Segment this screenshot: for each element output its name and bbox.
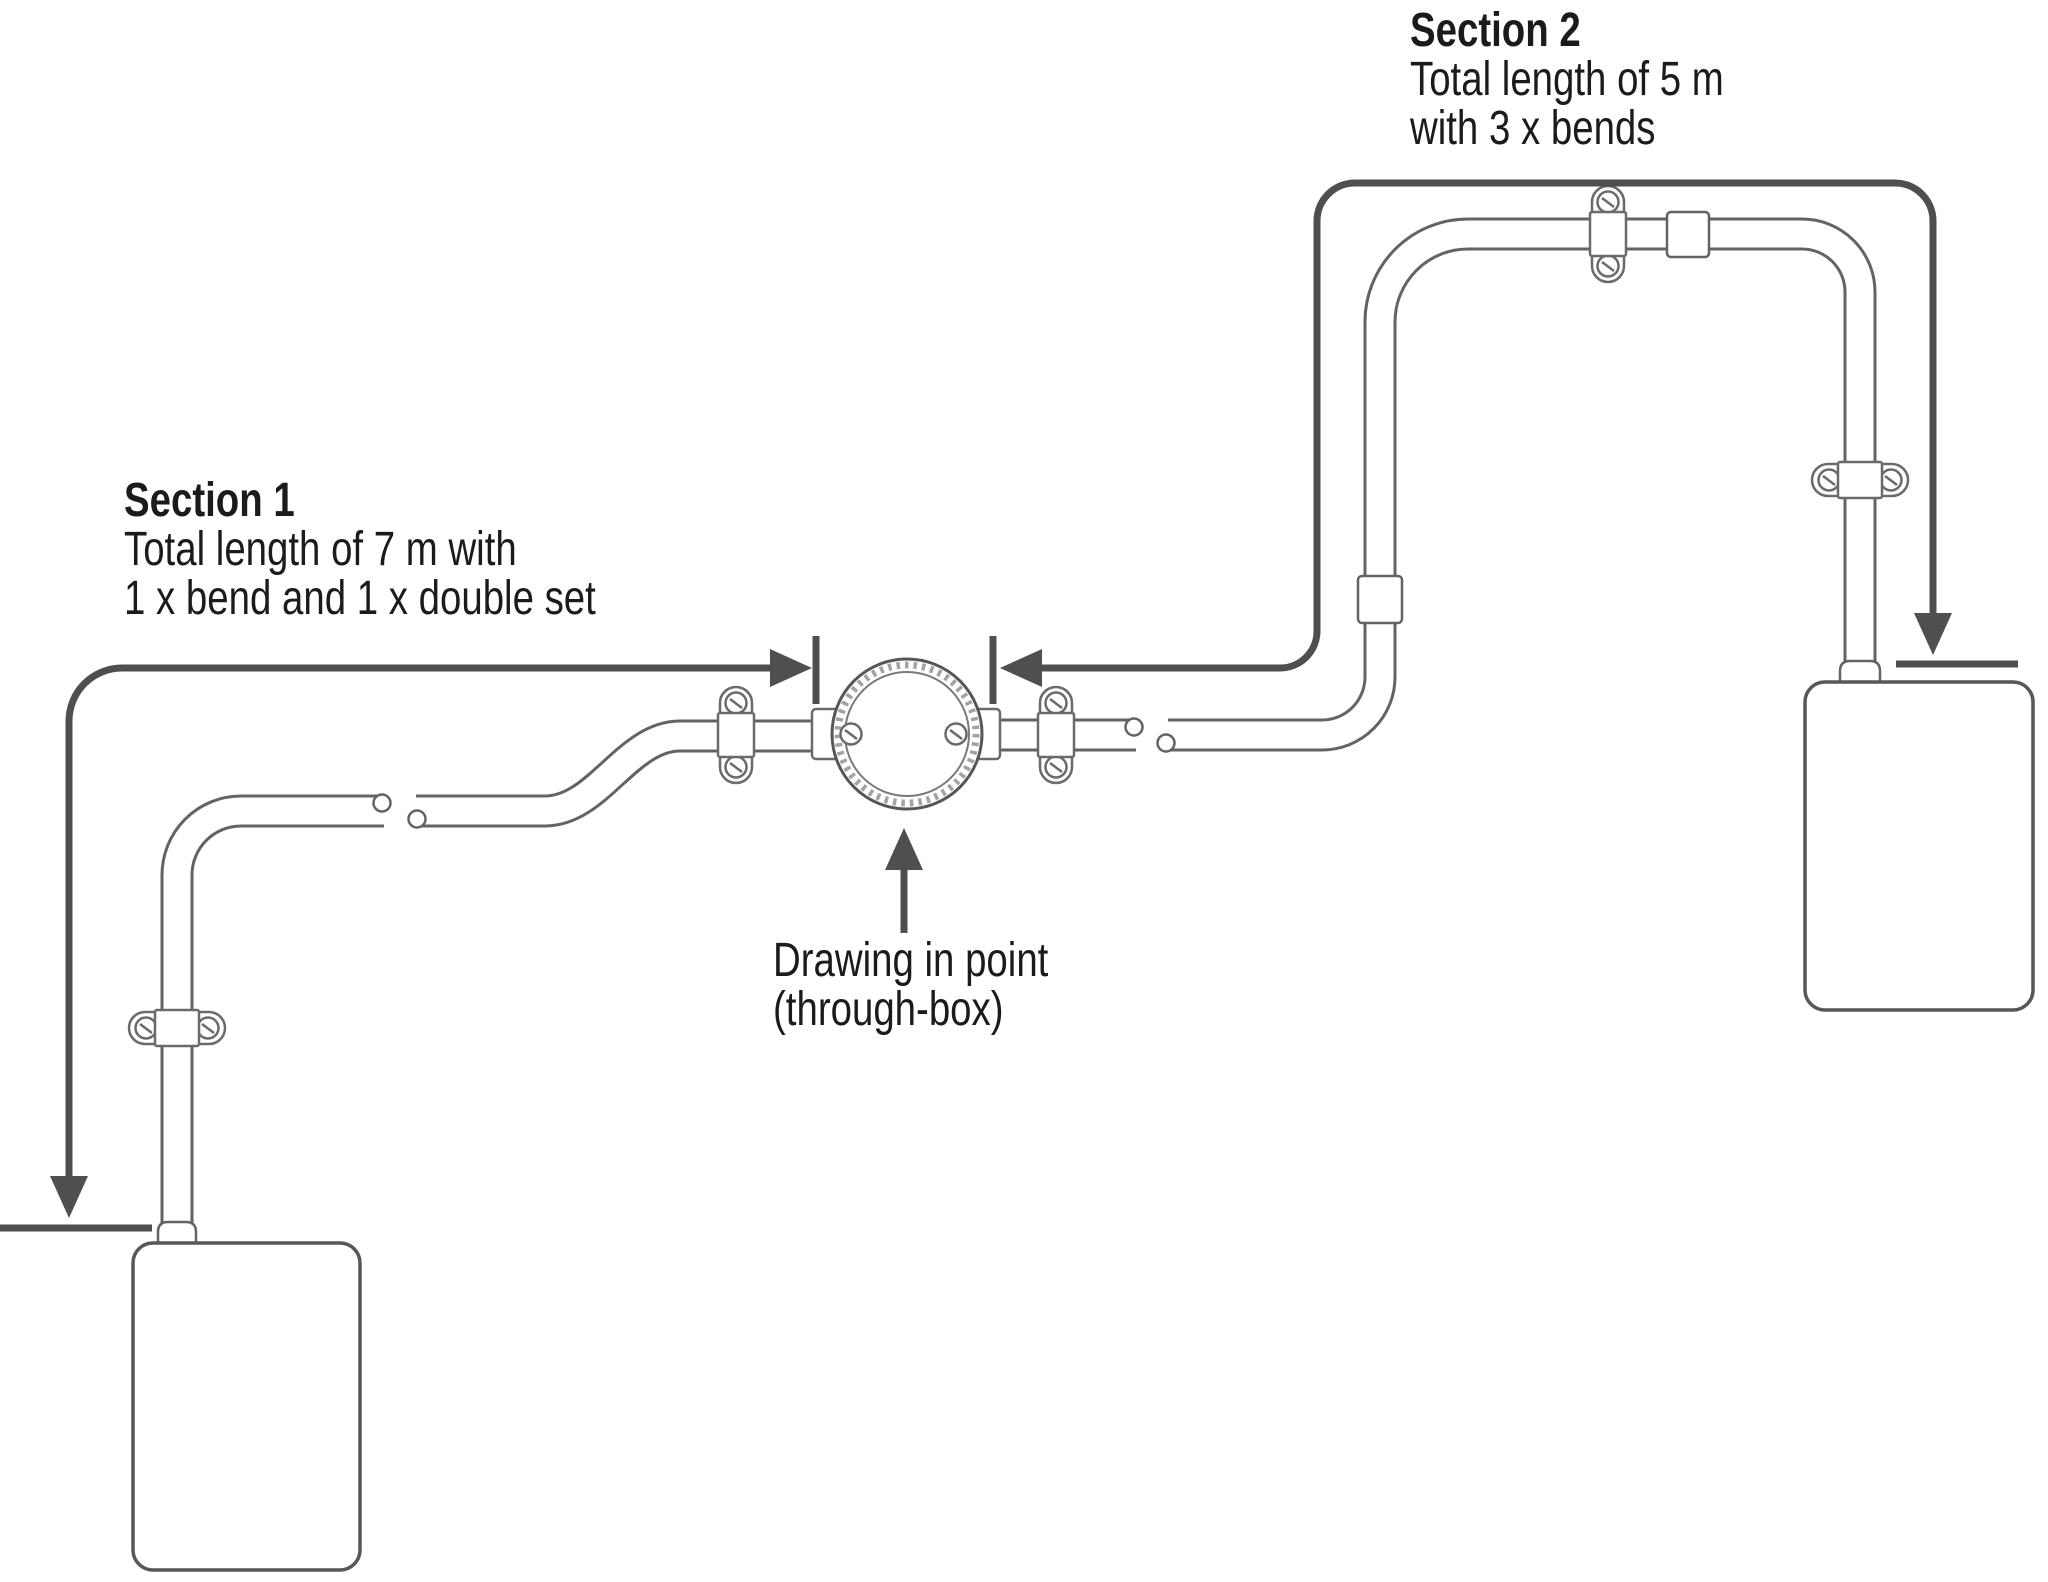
section2-measure-path [1040,179,1937,672]
section1-conduit-run [160,719,820,1236]
saddle-section2-top [1588,184,1628,284]
drawing-in-point-label: Drawing in point (through-box) [773,936,1048,1034]
through-box-screw-left [839,722,863,746]
section1-tube-a-core [163,797,384,1236]
section1-measure-arrow [0,636,820,1232]
left-box-spout [156,1220,198,1245]
through-box-screw-right [944,722,968,746]
section2-break-curl-left [1124,717,1144,737]
callout-arrowhead-up [885,828,923,870]
section2-tube-b-core [1168,220,1874,749]
right-junction-box [1803,659,2035,1012]
coupling-section2-top [1665,210,1711,259]
section1-break-curl-right [407,809,427,829]
through-box [810,657,1002,811]
saddle-section1-near-box [716,685,756,785]
section1-line1: Total length of 7 m with [124,523,517,576]
through-box-rim-hatch [834,661,980,807]
saddle-section2-near-box [1036,685,1076,785]
right-box-body [1803,680,2035,1012]
left-box-body [131,1241,362,1572]
section1-tube-b-core [416,722,820,825]
section1-arrowhead-right [770,649,812,687]
callout-line2: (through-box) [773,983,1004,1036]
section1-title: Section 1 [124,474,295,527]
section2-arrowhead-left [1000,649,1042,687]
saddle-section2-right-drop [1810,460,1910,500]
section2-tube-b-outline [1168,217,1877,752]
section2-arrowhead-down [1914,613,1952,655]
section2-title: Section 2 [1410,4,1581,57]
section1-break-curl-left [372,793,392,813]
section2-label: Section 2 Total length of 5 m with 3 x b… [1410,6,1724,153]
callout-line1: Drawing in point [773,934,1049,987]
section2-measure-arrow [989,179,2018,704]
section1-line2: 1 x bend and 1 x double set [124,572,596,625]
section2-line1: Total length of 5 m [1410,53,1724,106]
section2-break-curl-right [1156,733,1176,753]
left-junction-box [131,1220,362,1572]
section2-line2: with 3 x bends [1410,102,1656,155]
section1-label: Section 1 Total length of 7 m with 1 x b… [124,476,596,623]
section1-arrowhead-down [50,1176,88,1218]
saddle-section1-riser [127,1008,227,1048]
section1-measure-path [65,664,772,1180]
callout-arrow [885,828,923,933]
right-box-spout [1838,659,1882,684]
coupling-section2-riser [1356,574,1404,625]
